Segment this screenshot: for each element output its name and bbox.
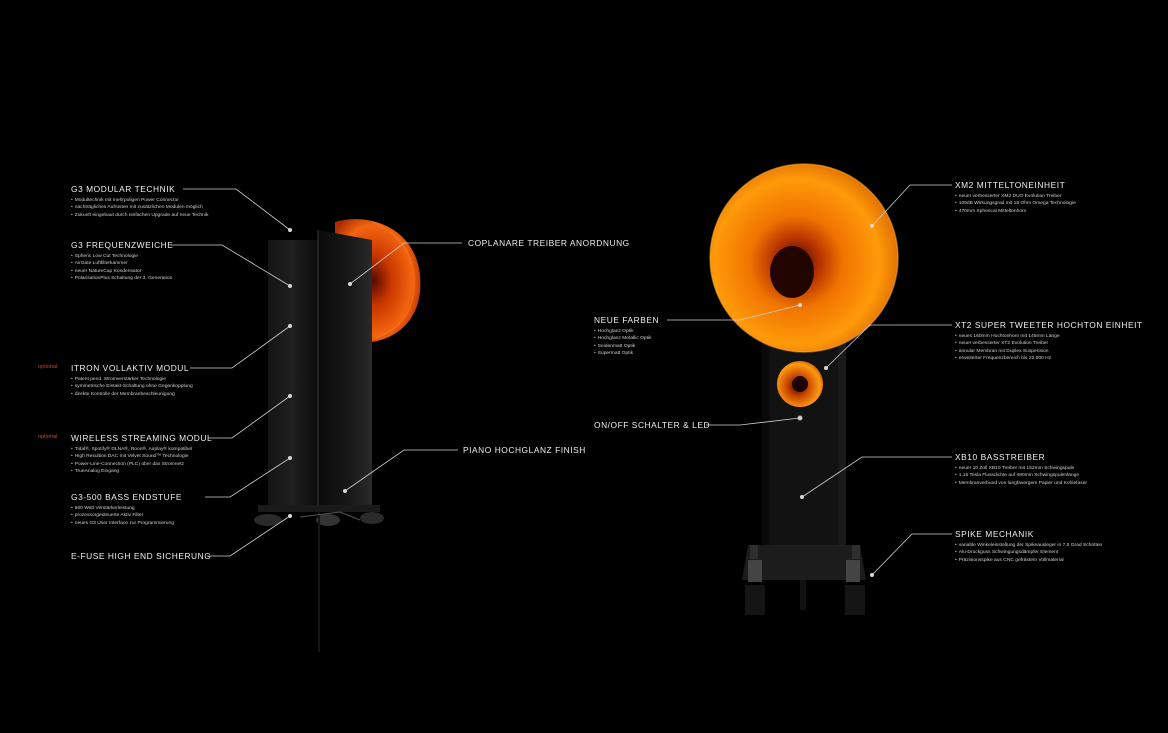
feature-list: Patent pend. Stromverstärker Technologie… [71,376,193,398]
callout-anchor-dots [288,224,874,577]
callout-title: WIRELESS STREAMING MODUL [71,433,213,443]
feature-list: Spheric Low Cut Technologie AirGate Luft… [71,253,173,282]
feature-item: erweiterter Frequenzbereich bis 22.000 H… [955,355,1143,362]
feature-item: symmetrische Eintakt-Schaltung ohne Gege… [71,383,193,390]
speaker-left [254,219,421,652]
feature-item: Zukunft eingebaut durch einfachen Upgrad… [71,212,209,219]
feature-item: High Resultion DAC mit Velvet Sound™ Tec… [71,453,212,460]
callout-g3-500: G3-500 BASS ENDSTUFE 500 Watt Verstärker… [71,492,182,527]
feature-item: Patent pend. Stromverstärker Technologie [71,376,193,383]
feature-item: PolarisationPlus Schaltung der 3. Genera… [71,275,173,282]
feature-list: variable Winkeleinstellung der Spikeausl… [955,542,1103,564]
feature-item: Präzisionsspike aus CNC gefrästem Vollma… [955,557,1102,564]
callout-piano: PIANO HOCHGLANZ FINISH [463,445,586,455]
callout-g3-modular: G3 MODULAR TECHNIK Modultechnik mit mehr… [71,184,208,219]
feature-item: annular Membran mit Duplex Suspension [955,348,1143,355]
feature-item: Tidal®, Spotify® DLNA®, Roon®, Airplay® … [71,446,212,453]
feature-item: prozessorgesteuerte Aktiv Filter [71,512,182,519]
feature-item: neues G3 User Interface zur Programmieru… [71,520,182,527]
feature-item: variable Winkeleinstellung der Spikeausl… [955,542,1103,549]
callout-title: ON/OFF SCHALTER & LED [594,420,711,430]
feature-item: neuer verbesserter XM2 DUO Evolution Tre… [955,193,1076,200]
callout-xb10: XB10 BASSTREIBER neuer 10 Zoll XB10 Trei… [955,452,1087,487]
feature-item: Hochglanz Metallic Optik [594,335,659,342]
feature-item: Supermatt Optik [594,350,659,357]
feature-item: direkte Kontrolle der Membranbeschleunig… [71,391,193,398]
callout-title: E-FUSE HIGH END SICHERUNG [71,551,212,561]
feature-item: neuer 10 Zoll XB10 Treiber mit 152mm Sch… [955,465,1087,472]
feature-item: neuer verbesserter XT2 Evolution Treiber [955,340,1143,347]
feature-list: Hochglanz Optik Hochglanz Metallic Optik… [594,328,659,357]
feature-item: Seidenmatt Optik [594,343,659,350]
feature-list: neues 160mm Hochtonhorn mit 145mm Länge … [955,333,1143,362]
feature-item: Hochglanz Optik [594,328,659,335]
feature-item: Modultechnik mit mehrpoligen Power Conne… [71,197,208,204]
feature-list: Modultechnik mit mehrpoligen Power Conne… [71,197,209,219]
feature-item: AirGate Luftfilterkammer [71,260,173,267]
callout-xt2: XT2 SUPER TWEETER HOCHTON EINHEIT neues … [955,320,1143,362]
feature-item: 109dB Wirkungsgrad mit 18 Ohm Omega Tech… [955,200,1076,207]
callout-title: ITRON VOLLAKTIV MODUL [71,363,190,373]
feature-item: Alu-Druckguss Schwingungsdämpfer Element [955,549,1102,556]
optional-label: optional [38,434,58,440]
callout-title: XB10 BASSTREIBER [955,452,1046,462]
callout-title: SPIKE MECHANIK [955,529,1034,539]
callout-xm2: XM2 MITTELTONEINHEIT neuer verbesserter … [955,180,1076,215]
callout-efuse: E-FUSE HIGH END SICHERUNG [71,551,211,561]
feature-item: 1,15 Tesla Flussdichte auf 480mm Schwing… [955,472,1087,479]
feature-item: Power-Line-Connection (PLC) über das Str… [71,461,212,468]
feature-list: 500 Watt Verstärkerleistung prozessorges… [71,505,182,527]
feature-item: neues 160mm Hochtonhorn mit 145mm Länge [955,333,1143,340]
feature-list: neuer 10 Zoll XB10 Treiber mit 152mm Sch… [955,465,1087,487]
feature-item: TrueAnalog Eingang [71,468,212,475]
callout-title: PIANO HOCHGLANZ FINISH [463,445,586,455]
callout-onoff: ON/OFF SCHALTER & LED [594,420,710,430]
callout-lines [171,184,952,576]
callout-g3-frequenzweiche: G3 FREQUENZWEICHE Spheric Low Cut Techno… [71,240,173,282]
feature-item: nachträgliches Aufrüsten mit zusätzliche… [71,204,208,211]
callout-neue-farben: NEUE FARBEN Hochglanz Optik Hochglanz Me… [594,315,659,357]
feature-item: 470mm Spherical Mitteltonhorn [955,208,1076,215]
callout-title: G3-500 BASS ENDSTUFE [71,492,183,502]
callout-coplanar: COPLANARE TREIBER ANORDNUNG [468,238,630,248]
callout-title: G3 FREQUENZWEICHE [71,240,174,250]
callout-title: COPLANARE TREIBER ANORDNUNG [468,238,630,248]
callout-title: G3 MODULAR TECHNIK [71,184,176,194]
optional-label: optional [38,364,58,370]
callout-title: XT2 SUPER TWEETER HOCHTON EINHEIT [955,320,1143,330]
feature-item: 500 Watt Verstärkerleistung [71,505,182,512]
callout-title: NEUE FARBEN [594,315,660,325]
feature-item: Spheric Low Cut Technologie [71,253,173,260]
feature-list: neuer verbesserter XM2 DUO Evolution Tre… [955,193,1076,215]
callout-title: XM2 MITTELTONEINHEIT [955,180,1066,190]
callout-itron: ITRON VOLLAKTIV MODUL Patent pend. Strom… [71,363,193,398]
callout-spike: SPIKE MECHANIK variable Winkeleinstellun… [955,529,1102,564]
feature-item: Membranverbund von langfasergem Papier u… [955,480,1087,487]
callout-wireless: WIRELESS STREAMING MODUL Tidal®, Spotify… [71,433,212,475]
speaker-right [709,163,899,615]
feature-item: neuer NatureCap Kondensator [71,268,173,275]
feature-list: Tidal®, Spotify® DLNA®, Roon®, Airplay® … [71,446,212,475]
